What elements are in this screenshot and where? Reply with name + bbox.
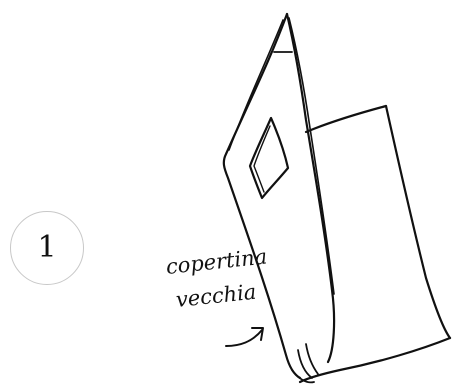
annotation-arrowhead xyxy=(251,327,264,341)
annotation-arrow xyxy=(225,329,263,347)
cover-window-inner xyxy=(253,125,271,193)
page-edges-1 xyxy=(297,349,313,379)
back-panel-top xyxy=(304,104,388,134)
page-edges-2 xyxy=(305,343,319,375)
step-badge: 1 xyxy=(10,211,84,285)
step-number: 1 xyxy=(37,230,57,265)
front-cover-spine xyxy=(285,12,336,364)
back-panel-right xyxy=(384,104,452,340)
front-cover-spine-double xyxy=(288,17,335,295)
cover-window xyxy=(248,116,290,200)
front-cover-outline xyxy=(222,12,302,380)
page-edges-3 xyxy=(291,369,315,384)
front-cover-outline-inner xyxy=(228,19,284,151)
back-panel-bottom xyxy=(298,336,452,384)
